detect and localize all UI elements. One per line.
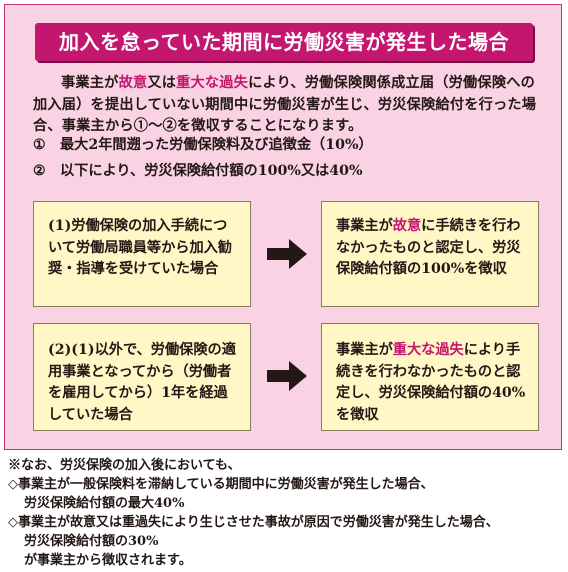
item-number: ② [33,163,46,179]
arrow-right-icon [267,239,307,269]
result-text: に手続きを行わなかったものと認定し、労災保険給付額の100%を徴収 [336,218,521,277]
case2-condition-box: (2)(1)以外で、労働保険の適用事業となってから（労働者を雇用してから）1年を… [33,323,251,431]
intro-emphasis-intent: 故意 [118,75,148,91]
note-line: ◇事業主が一般保険料を滞納している期間中に労働災害が発生した場合、 [8,477,434,492]
note-line: 労災保険給付額の30% [24,534,159,549]
case1-condition-box: (1)労働保険の加入手続について労働局職員等から加入勧奨・指導を受けていた場合 [33,201,251,307]
item-text: 以下により、労災保険給付額の100%又は40% [59,163,363,179]
list-item: ② 以下により、労災保険給付額の100%又は40% [33,161,543,181]
intro-text: 又は [147,75,177,91]
note-line: ◇事業主が故意又は重過失により生じさせた事故が原因で労働災害が発生した場合、 [8,515,499,530]
info-panel: 加入を怠っていた期間に労働災害が発生した場合 事業主が故意又は重大な過失により、… [4,4,562,450]
intro-text: 事業主が [61,75,119,91]
intro-text: により、労働保険関係成立届（労働保険への加入届）を提出していない期間中に労働災害… [33,75,537,134]
page-title: 加入を怠っていた期間に労働災害が発生した場合 [35,23,533,61]
case1-result-box: 事業主が故意に手続きを行わなかったものと認定し、労災保険給付額の100%を徴収 [321,201,539,307]
note-line: ※なお、労災保険の加入後においても、 [8,458,241,473]
result-emphasis: 故意 [392,218,422,234]
result-text: 事業主が [336,342,393,358]
note-line: 労災保険給付額の最大40% [24,496,185,511]
note-line: が事業主から徴収されます。 [24,553,192,568]
list-item: ① 最大2年間遡った労働保険料及び追徴金（10%） [33,135,543,155]
intro-emphasis-negligence: 重大な過失 [176,75,249,91]
arrow-right-icon [267,361,307,391]
intro-paragraph: 事業主が故意又は重大な過失により、労働保険関係成立届（労働保険への加入届）を提出… [33,73,543,138]
result-text: により手続きを行わなかったものと認定し、労災保険給付額の40%を徴収 [336,342,526,423]
item-number: ① [33,137,46,153]
result-emphasis: 重大な過失 [392,342,464,358]
footnotes: ※なお、労災保険の加入後においても、 ◇事業主が一般保険料を滞納している期間中に… [8,456,564,570]
case2-result-box: 事業主が重大な過失により手続きを行わなかったものと認定し、労災保険給付額の40%… [321,323,539,431]
item-text: 最大2年間遡った労働保険料及び追徴金（10%） [59,137,373,153]
result-text: 事業主が [336,218,393,234]
